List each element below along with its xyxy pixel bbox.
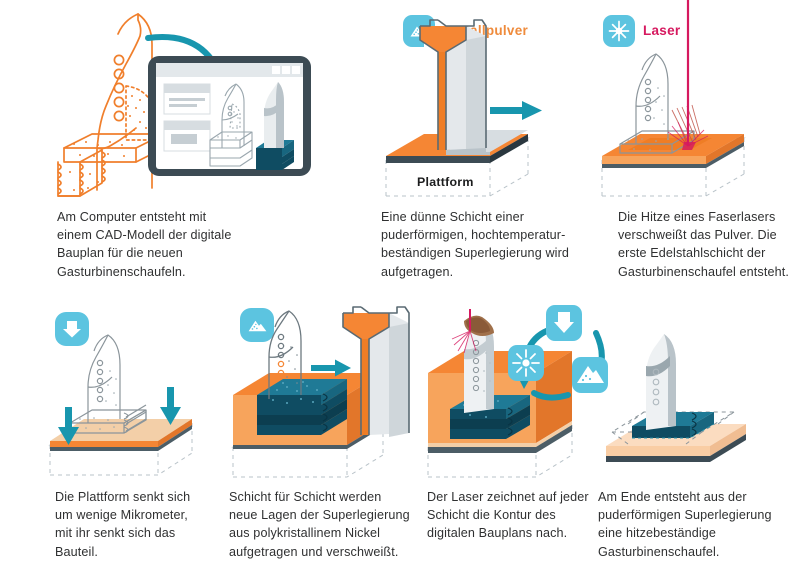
ghost-powder-stipple [627, 87, 669, 151]
step-3-caption: Die Hitze eines Faserlasers verschweißt … [618, 210, 789, 279]
step-2-caption: Eine dünne Schicht einer puderförmigen, … [381, 210, 570, 279]
powder-icon-badge-2 [240, 308, 274, 342]
cycle-down-arrow-badge [546, 305, 582, 341]
step-4-caption: Die Plattform senkt sich um wenige Mikro… [55, 490, 191, 559]
recoater-blade [419, 19, 487, 154]
powder-stipple [69, 95, 147, 191]
partial-blade [464, 315, 494, 413]
step-1-panel: Am Computer entsteht mit einem CAD-Model… [40, 0, 370, 279]
step-3-panel: Laser [598, 0, 798, 279]
down-arrow-icon [63, 321, 81, 338]
step-6-caption: Der Laser zeichnet auf jeder Schicht die… [427, 490, 589, 541]
ghost-blade-outline [268, 310, 302, 399]
step-5-panel: Schicht für Schicht werden neue Lagen de… [225, 295, 425, 559]
finished-blade [646, 334, 676, 430]
recoater-blade-2 [342, 306, 410, 437]
laser-scatter [451, 330, 477, 354]
step-2-panel: Metallpulver [378, 0, 593, 279]
laser-icon-badge [603, 15, 635, 47]
plattform-label: Plattform [410, 173, 481, 191]
cycle-powder-badge [572, 357, 608, 393]
step-6-illustration [426, 305, 608, 478]
ghost-powder-stipple [286, 346, 298, 384]
fused-layer-stack [257, 379, 347, 435]
cycle-laser-badge [508, 345, 544, 381]
recoater-motion-arrow [490, 101, 542, 120]
laser-icon [608, 20, 630, 42]
laser-label: Laser [643, 23, 681, 38]
step-4-panel: Die Plattform senkt sich um wenige Mikro… [40, 295, 240, 559]
powder-icon [248, 320, 266, 331]
platform-down-arrow-right [160, 387, 181, 425]
ghost-blade-outline [69, 334, 147, 434]
cad-preview-solid [256, 82, 294, 170]
step-2-illustration [384, 19, 542, 197]
step-1-illustration [57, 13, 311, 197]
step-7-panel: Am Ende entsteht aus der puderförmigen S… [598, 320, 798, 559]
step-1-caption: Am Computer entsteht mit einem CAD-Model… [57, 210, 232, 279]
down-arrow-icon-badge [55, 312, 89, 346]
step-5-caption: Schicht für Schicht werden neue Lagen de… [229, 490, 410, 559]
step-4-illustration [48, 334, 194, 476]
step-6-panel: Der Laser zeichnet auf jeder Schicht die… [420, 295, 620, 540]
melt-hatch [671, 104, 701, 147]
step-3-illustration [600, 0, 746, 197]
step-5-illustration [231, 306, 410, 478]
tablet-device [148, 56, 311, 176]
cad-preview-wireframe [209, 83, 253, 167]
powder-bed [602, 134, 744, 168]
platform-down-arrow-left [58, 407, 79, 445]
ghost-powder-stipple [79, 370, 117, 430]
fused-layer-stack-2 [450, 395, 530, 439]
step-7-illustration [606, 334, 746, 462]
recoater-motion-arrow-2 [311, 359, 351, 377]
build-platform-lowered [50, 419, 192, 451]
step-7-caption: Am Ende entsteht aus der puderförmigen S… [598, 490, 772, 559]
